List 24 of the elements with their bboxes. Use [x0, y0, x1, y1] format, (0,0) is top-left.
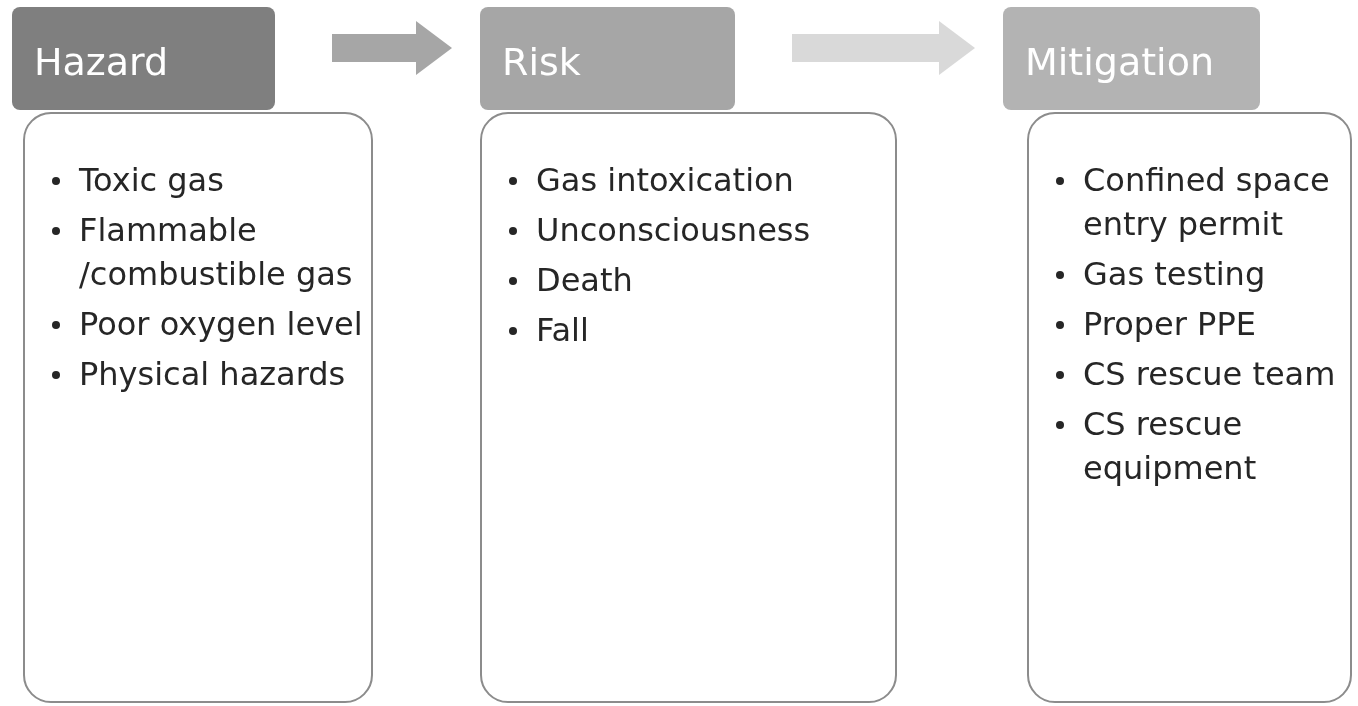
content-card: [1027, 112, 1352, 703]
bullet-text: Confined space entry permit: [1083, 161, 1330, 243]
header-box: [1003, 7, 1260, 110]
header-text: Risk: [502, 43, 581, 81]
bullet-text: Gas testing: [1083, 255, 1266, 293]
content-card: [23, 112, 373, 703]
header-box: [480, 7, 735, 110]
bullet-text: CS rescue team: [1083, 355, 1336, 393]
bullet-text: Toxic gas: [79, 161, 224, 199]
header-box: [12, 7, 275, 110]
header-text: Mitigation: [1025, 43, 1214, 81]
bullet-text: Physical hazards: [79, 355, 346, 393]
bullet-text: Poor oxygen level: [79, 305, 363, 343]
bullet-text: Proper PPE: [1083, 305, 1256, 343]
content-card: [480, 112, 897, 703]
bullet-text: Fall: [536, 311, 589, 349]
bullet-text: Flammable /combustible gas: [79, 211, 353, 293]
block-arrow: [792, 21, 975, 75]
header-text: Hazard: [34, 43, 169, 81]
bullet-text: CS rescue equipment: [1083, 405, 1257, 487]
bullet-text: Death: [536, 261, 633, 299]
bullet-text: Gas intoxication: [536, 161, 794, 199]
bullet-text: Unconsciousness: [536, 211, 811, 249]
block-arrow: [332, 21, 452, 75]
